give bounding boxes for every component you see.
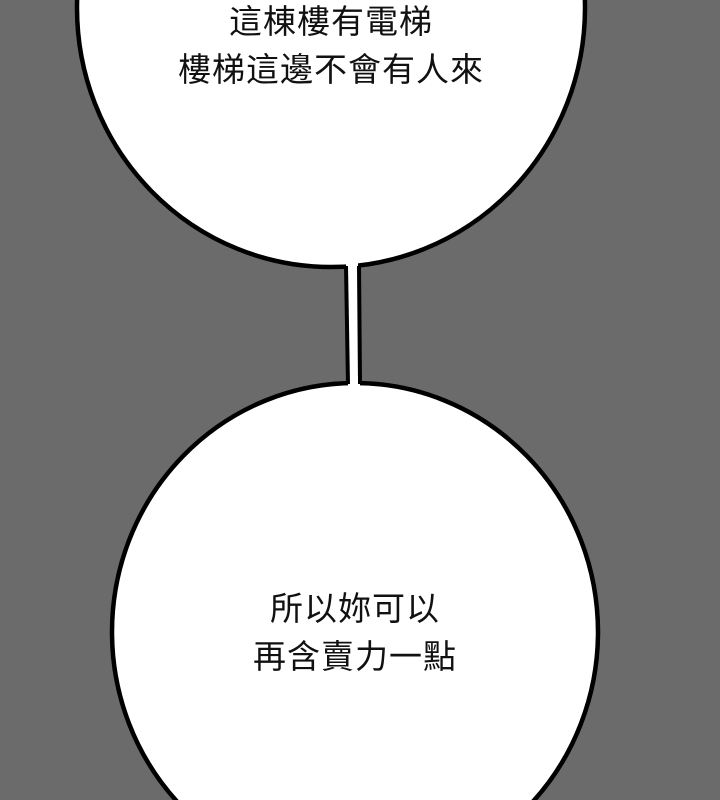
top-bubble-line-1: 這棟樓有電梯 (229, 2, 433, 41)
top-speech-bubble (74, 0, 588, 270)
top-bubble-text: 這棟樓有電梯 樓梯這邊不會有人來 (81, 0, 581, 94)
bottom-bubble-line-1: 所以妳可以 (270, 589, 440, 628)
bottom-bubble-line-2: 再含賣力一點 (253, 637, 457, 676)
bottom-bubble-text: 所以妳可以 再含賣力一點 (105, 585, 605, 681)
top-bubble-line-2: 樓梯這邊不會有人來 (178, 50, 484, 89)
bubble-connector (344, 258, 362, 392)
